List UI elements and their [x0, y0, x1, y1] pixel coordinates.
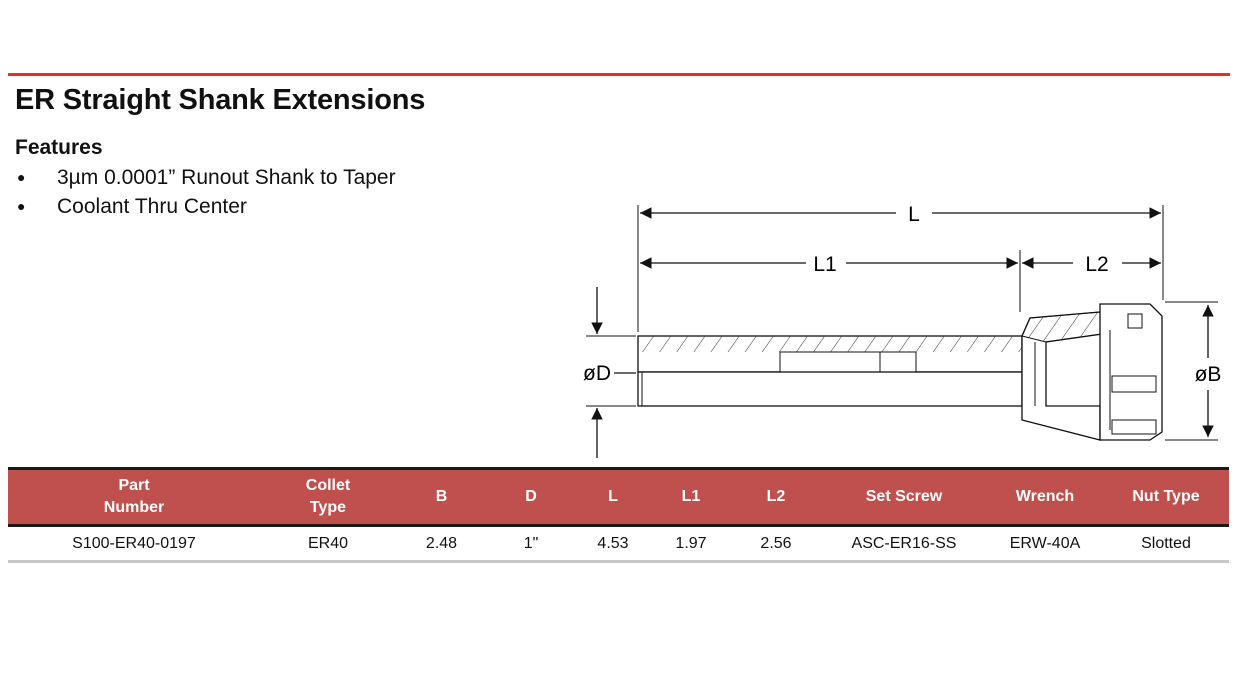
nut-slot-bottom: [1111, 419, 1157, 435]
cell-b: 2.48: [396, 525, 487, 563]
dim-label-L: L: [908, 203, 920, 226]
header-part-number-line1: Part: [118, 477, 150, 494]
cell-l2: 2.56: [731, 525, 821, 563]
bullet-icon: ●: [17, 169, 26, 185]
feature-text: Coolant Thru Center: [57, 195, 247, 218]
features-list: ● 3µm 0.0001” Runout Shank to Taper ● Cool…: [15, 163, 396, 221]
top-accent-rule: [8, 73, 1230, 76]
header-l1: L1: [651, 467, 731, 527]
cell-nut-type: Slotted: [1103, 525, 1229, 563]
shank-exterior: [637, 371, 1023, 407]
feature-item: ● Coolant Thru Center: [15, 192, 396, 221]
feature-item: ● 3µm 0.0001” Runout Shank to Taper: [15, 163, 396, 192]
cell-d: 1": [487, 525, 575, 563]
feature-text: 3µm 0.0001” Runout Shank to Taper: [57, 166, 396, 189]
cell-l: 4.53: [575, 525, 651, 563]
cell-l1: 1.97: [651, 525, 731, 563]
cell-wrench: ERW-40A: [987, 525, 1103, 563]
header-wrench: Wrench: [987, 467, 1103, 527]
nut-slot-top: [1127, 313, 1143, 329]
dim-label-L1: L1: [813, 253, 836, 276]
page-title: ER Straight Shank Extensions: [15, 84, 426, 116]
header-d: D: [487, 467, 575, 527]
set-screw: [879, 351, 917, 373]
cell-part-number: S100-ER40-0197: [8, 525, 260, 563]
technical-drawing: L L1 L2 øD øB: [583, 203, 1222, 458]
dim-label-L2: L2: [1085, 253, 1108, 276]
header-set-screw: Set Screw: [821, 467, 987, 527]
header-b: B: [396, 467, 487, 527]
bullet-icon: ●: [17, 198, 26, 214]
dim-label-D: øD: [583, 362, 611, 385]
shank-section-hatch: [638, 336, 1022, 352]
header-collet-type-line1: Collet: [305, 477, 351, 494]
features-heading: Features: [15, 136, 103, 159]
header-l2: L2: [731, 467, 821, 527]
header-l: L: [575, 467, 651, 527]
header-part-number-line2: Number: [103, 499, 165, 516]
collet-nut: [1099, 303, 1163, 441]
header-nut-type: Nut Type: [1103, 467, 1229, 527]
cell-set-screw: ASC-ER16-SS: [821, 525, 987, 563]
nut-slot-mid: [1111, 375, 1157, 393]
dim-label-B: øB: [1195, 363, 1222, 386]
table-row: S100-ER40-0197 ER40 2.48 1" 4.53 1.97 2.…: [8, 525, 1229, 563]
header-collet-type-line2: Type: [309, 499, 347, 516]
cell-collet-type: ER40: [260, 525, 396, 563]
